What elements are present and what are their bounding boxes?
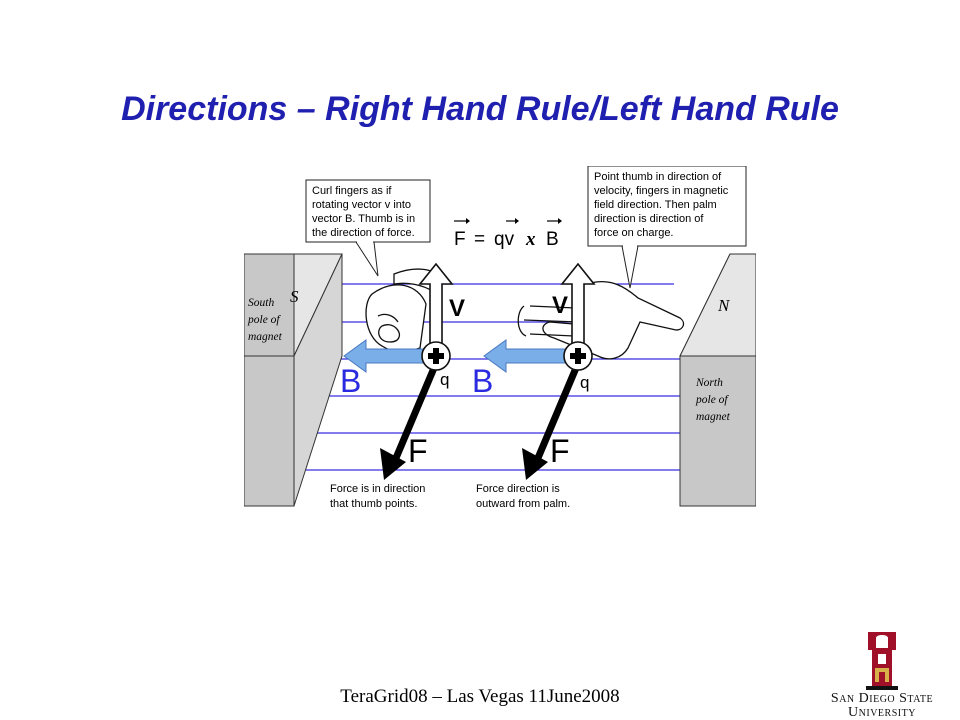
charge-label-left: q	[440, 370, 449, 389]
formula-f: F	[454, 229, 466, 250]
vector-arrow-icons	[454, 218, 562, 224]
slide-title: Directions – Right Hand Rule/Left Hand R…	[121, 90, 839, 128]
callout-right-line-2: velocity, fingers in magnetic	[594, 185, 729, 197]
velocity-label-left: V	[449, 295, 465, 322]
north-line-3: magnet	[696, 411, 731, 423]
north-magnet: N North pole of magnet	[679, 253, 756, 507]
caption-right: Force direction is outward from palm.	[476, 483, 570, 510]
callout-right-line-4: direction is direction of	[594, 213, 704, 225]
positive-charge-right: q	[563, 341, 593, 392]
callout-left-line-2: rotating vector v into	[312, 199, 411, 211]
right-open-hand	[517, 280, 685, 360]
callout-right-line-1: Point thumb in direction of	[594, 171, 722, 183]
caption-right-line-2: outward from palm.	[476, 498, 570, 510]
field-arrow-left	[343, 339, 427, 373]
formula-cross: x	[525, 229, 536, 250]
south-line-3: magnet	[248, 331, 283, 343]
south-magnet: S South pole of magnet	[244, 253, 343, 507]
callout-right-line-3: field direction. Then palm	[594, 199, 717, 211]
velocity-label-right: V	[552, 292, 568, 319]
south-line-1: South	[248, 297, 274, 309]
north-line-2: pole of	[695, 394, 729, 406]
force-arrow-right	[522, 366, 580, 480]
caption-right-line-1: Force direction is	[476, 483, 560, 495]
caption-left: Force is in direction that thumb points.	[330, 483, 425, 510]
charge-label-right: q	[580, 373, 589, 392]
caption-left-line-2: that thumb points.	[330, 498, 417, 510]
field-label-left: B	[340, 363, 361, 399]
callout-left-line-3: vector B. Thumb is in	[312, 213, 415, 225]
callout-right: Point thumb in direction of velocity, fi…	[587, 166, 747, 289]
caption-left-line-1: Force is in direction	[330, 483, 425, 495]
logo-line-1: San Diego State	[831, 691, 933, 706]
north-letter: N	[717, 296, 731, 315]
force-label-left: F	[408, 433, 428, 469]
south-letter: S	[290, 287, 299, 306]
velocity-arrow-left: V	[418, 262, 465, 357]
hand-rule-diagram: S South pole of magnet N North pole of m…	[244, 166, 756, 510]
callout-right-line-5: force on charge.	[594, 227, 674, 239]
north-line-1: North	[695, 377, 723, 389]
force-arrow-left	[380, 366, 438, 480]
formula-b: B	[546, 229, 559, 250]
logo-line-2: University	[848, 705, 916, 716]
positive-charge-left: q	[421, 341, 451, 389]
field-label-right: B	[472, 363, 493, 399]
formula-qv: qv	[494, 229, 515, 250]
sdsu-logo: San Diego State University	[831, 632, 933, 716]
slide-footer: TeraGrid08 – Las Vegas 11June2008	[340, 686, 620, 707]
callout-left-line-1: Curl fingers as if	[312, 185, 392, 197]
formula-eq: =	[474, 229, 485, 250]
field-arrow-right	[483, 339, 569, 373]
force-label-right: F	[550, 433, 570, 469]
callout-left-line-4: the direction of force.	[312, 227, 415, 239]
callout-left: Curl fingers as if rotating vector v int…	[305, 179, 431, 277]
mission-bell-tower-icon	[866, 632, 898, 690]
south-line-2: pole of	[247, 314, 281, 326]
lorentz-formula: F = qv x B	[454, 218, 562, 250]
